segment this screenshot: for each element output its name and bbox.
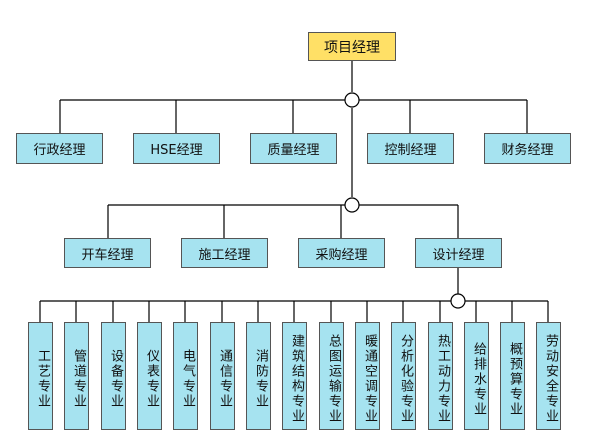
specialty-box: 劳动安全专业 [536,322,561,430]
design-manager-box: 设计经理 [415,238,502,268]
finance-manager-box: 财务经理 [484,133,571,164]
procurement-manager-box: 采购经理 [298,238,385,268]
project-manager-box: 项目经理 [308,32,396,61]
quality-manager-box: 质量经理 [250,133,337,164]
hse-manager-box: HSE经理 [133,133,220,164]
specialty-box: 消防专业 [246,322,271,430]
specialty-box: 暖通空调专业 [355,322,380,430]
specialty-box: 设备专业 [101,322,126,430]
specialty-box: 通信专业 [210,322,235,430]
specialty-box: 分析化验专业 [391,322,416,430]
specialty-box: 电气专业 [173,322,198,430]
specialty-box: 热工动力专业 [428,322,453,430]
specialty-box: 总图运输专业 [319,322,344,430]
admin-manager-box: 行政经理 [16,133,103,164]
construction-manager-box: 施工经理 [181,238,268,268]
specialty-box: 建筑结构专业 [282,322,307,430]
control-manager-box: 控制经理 [367,133,454,164]
specialty-box: 工艺专业 [28,322,53,430]
specialty-box: 给排水专业 [464,322,489,430]
specialty-box: 概预算专业 [500,322,525,430]
specialty-box: 仪表专业 [137,322,162,430]
specialty-box: 管道专业 [64,322,89,430]
commissioning-manager-box: 开车经理 [64,238,151,268]
junction-node [344,92,360,108]
junction-node [344,197,360,213]
junction-node [450,293,466,309]
